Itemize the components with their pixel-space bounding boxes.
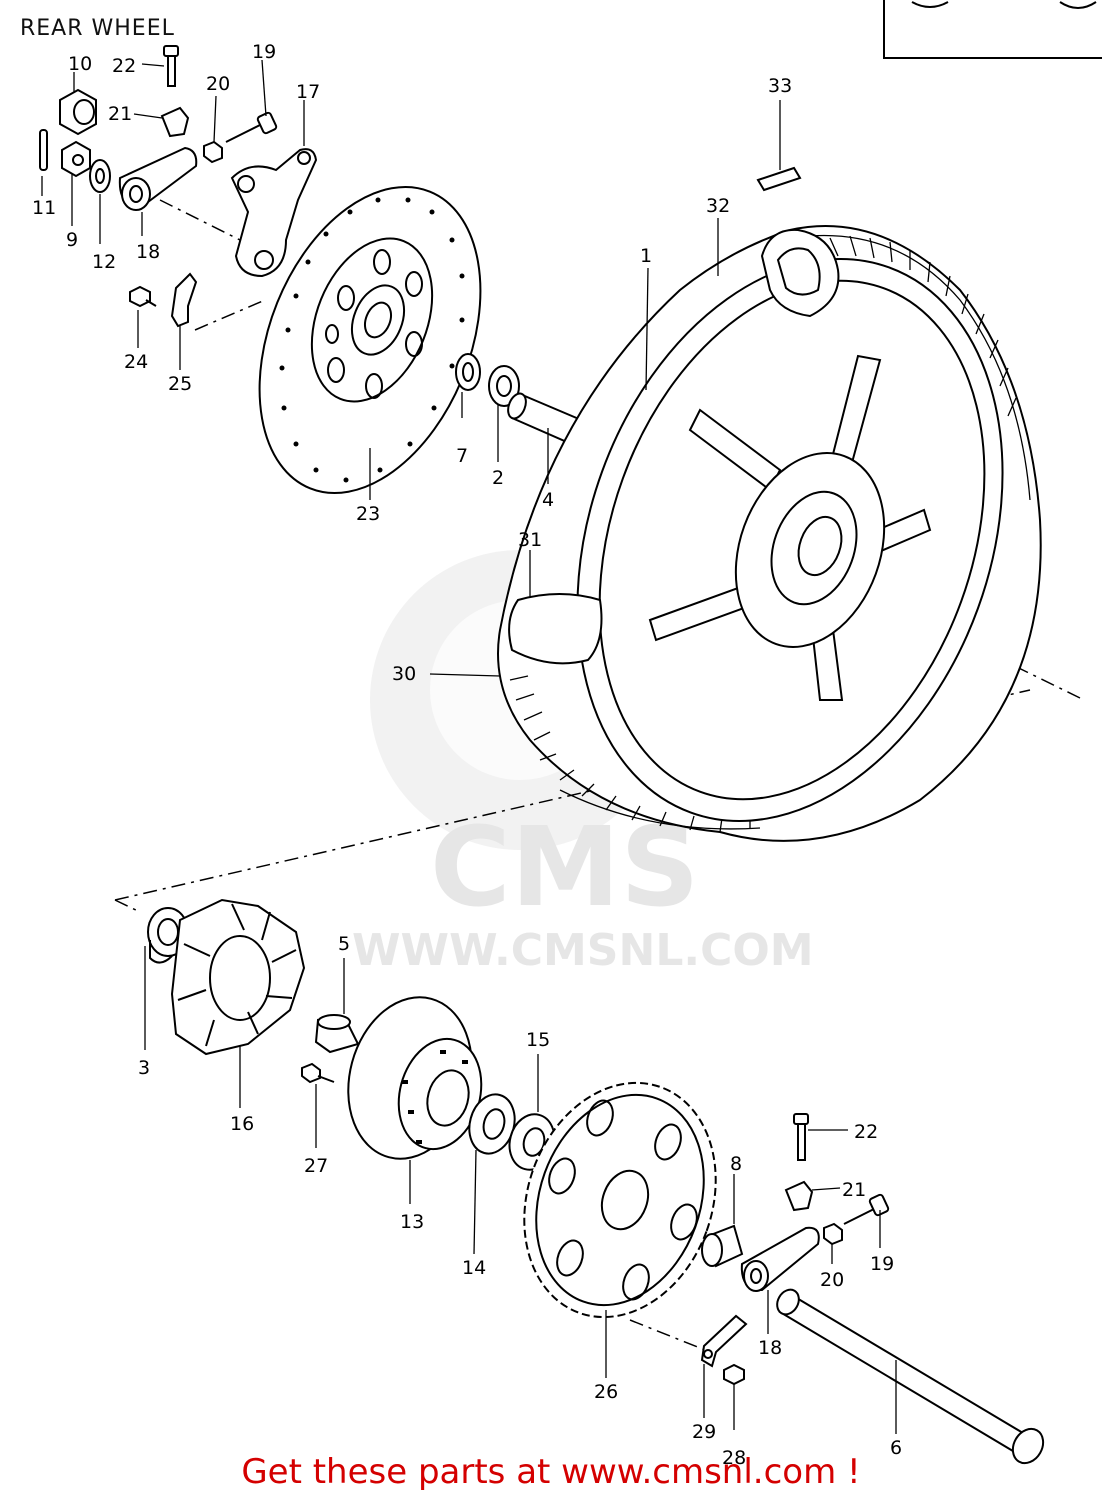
washer-part bbox=[89, 159, 111, 193]
callout-labels: 10 22 19 20 17 21 11 9 12 18 24 25 23 7 … bbox=[32, 41, 902, 1469]
callout-25: 25 bbox=[168, 373, 192, 395]
callout-29: 29 bbox=[692, 1421, 716, 1443]
callout-22b: 22 bbox=[854, 1121, 878, 1143]
cotter-nut-part bbox=[723, 1363, 745, 1386]
balancer-weight-part bbox=[756, 166, 802, 192]
callout-7: 7 bbox=[456, 445, 468, 467]
castle-nut-part bbox=[59, 88, 97, 136]
bolt-part bbox=[163, 45, 179, 87]
callout-18b: 18 bbox=[758, 1337, 782, 1359]
callout-22: 22 bbox=[112, 55, 136, 77]
cta-link[interactable]: Get these parts at www.cmsnl.com ! bbox=[241, 1452, 861, 1492]
callout-14: 14 bbox=[462, 1257, 486, 1279]
bolt-lower-part bbox=[793, 1113, 809, 1161]
adjuster-bolt-part bbox=[225, 111, 278, 143]
watermark-url: WWW.CMSNL.COM bbox=[352, 925, 814, 976]
watermark-brand: CMS bbox=[430, 803, 699, 931]
lock-nut-part bbox=[203, 140, 223, 164]
axle-spacer-part bbox=[701, 1224, 744, 1268]
adjuster-nut-part bbox=[160, 106, 190, 138]
nut-part bbox=[61, 140, 91, 178]
sprocket-drum-part bbox=[347, 996, 483, 1160]
callout-33: 33 bbox=[768, 75, 792, 97]
lock-plate-part bbox=[170, 272, 198, 328]
diagram-title: REAR WHEEL bbox=[20, 16, 175, 41]
callout-32: 32 bbox=[706, 195, 730, 217]
wheel-assembly-part bbox=[497, 225, 1042, 842]
callout-16: 16 bbox=[230, 1113, 254, 1135]
rear-axle-part bbox=[776, 1288, 1045, 1465]
cotter-pin-part bbox=[39, 129, 48, 171]
callout-2: 2 bbox=[492, 467, 504, 489]
callout-1: 1 bbox=[640, 245, 652, 267]
adjuster-nut-lower-part bbox=[784, 1180, 814, 1212]
callout-4: 4 bbox=[542, 489, 554, 511]
callout-31: 31 bbox=[518, 529, 542, 551]
callout-28: 28 bbox=[722, 1447, 746, 1469]
bearing-part bbox=[488, 365, 520, 407]
callout-19: 19 bbox=[252, 41, 276, 63]
callout-21b: 21 bbox=[842, 1179, 866, 1201]
callout-5: 5 bbox=[338, 933, 350, 955]
adjuster-bolt-lower-part bbox=[843, 1193, 890, 1225]
callout-9: 9 bbox=[66, 229, 78, 251]
callout-20b: 20 bbox=[820, 1269, 844, 1291]
callout-24: 24 bbox=[124, 351, 148, 373]
callout-12: 12 bbox=[92, 251, 116, 273]
callout-10: 10 bbox=[68, 53, 92, 75]
rear-sprocket-part bbox=[523, 1081, 717, 1319]
page-frame-corner bbox=[883, 0, 1102, 59]
callout-23: 23 bbox=[356, 503, 380, 525]
callout-8: 8 bbox=[730, 1153, 742, 1175]
callout-21: 21 bbox=[108, 103, 132, 125]
caliper-bracket-part bbox=[230, 148, 318, 278]
callout-19b: 19 bbox=[870, 1253, 894, 1275]
leader-lines bbox=[41, 59, 897, 1434]
brake-disc-part bbox=[258, 185, 482, 495]
lock-nut-lower-part bbox=[823, 1222, 843, 1246]
callout-6: 6 bbox=[890, 1437, 902, 1459]
callout-30: 30 bbox=[392, 663, 416, 685]
callout-3: 3 bbox=[138, 1057, 150, 1079]
oil-seal-part bbox=[455, 353, 481, 391]
callout-13: 13 bbox=[400, 1211, 424, 1233]
torque-link-plate-part bbox=[700, 1314, 748, 1368]
callout-20: 20 bbox=[206, 73, 230, 95]
sprocket-spacer-part bbox=[314, 1014, 360, 1054]
callout-15: 15 bbox=[526, 1029, 550, 1051]
callout-18: 18 bbox=[136, 241, 160, 263]
chain-adjuster-lower-part bbox=[740, 1226, 820, 1292]
callout-11: 11 bbox=[32, 197, 56, 219]
callout-26: 26 bbox=[594, 1381, 618, 1403]
damper-cushion-part bbox=[170, 898, 306, 1056]
callout-17: 17 bbox=[296, 81, 320, 103]
chain-adjuster-part bbox=[118, 146, 198, 211]
callout-27: 27 bbox=[304, 1155, 328, 1177]
drum-bolt-part bbox=[301, 1062, 335, 1084]
caliper-bolt-part bbox=[129, 285, 157, 308]
